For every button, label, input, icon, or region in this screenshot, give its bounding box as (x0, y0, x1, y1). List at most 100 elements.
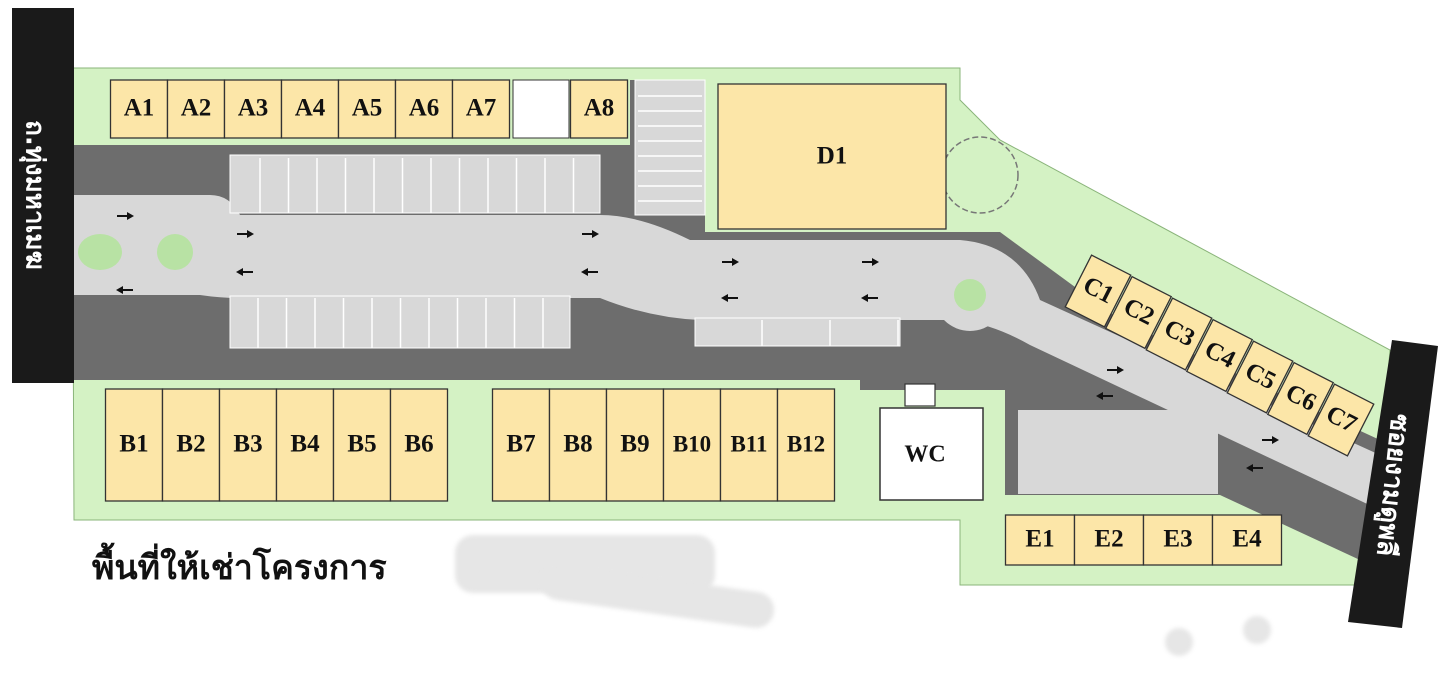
unit-b6-label: B6 (404, 431, 433, 458)
unit-c2: C2 (1104, 275, 1173, 350)
unit-a6-block (394, 79, 454, 139)
unit-e4-block (1211, 514, 1283, 566)
wc-label: WC (904, 442, 945, 468)
unit-b2: B2 (161, 388, 221, 502)
unit-c5: C5 (1226, 340, 1294, 414)
unit-a3-block (223, 79, 283, 139)
unit-b1-label: B1 (119, 431, 148, 458)
unit-d1: D1 (717, 83, 947, 230)
unit-a5-block (337, 79, 397, 139)
unit-a1: A1 (109, 79, 169, 139)
parking-bays-mid (694, 317, 901, 347)
unit-b7: B7 (491, 388, 551, 502)
main-drive-lane (74, 195, 1380, 510)
unit-b6: B6 (389, 388, 449, 502)
left-road-label: ถ.ทุ่งมหาเมฆ (19, 120, 50, 270)
unit-a4-label: A4 (295, 95, 326, 122)
wc-annex (904, 383, 936, 407)
unit-b8-label: B8 (563, 431, 592, 458)
unit-b12-label: B12 (787, 431, 825, 456)
unit-b11-label: B11 (730, 431, 767, 456)
unit-a4-block (280, 79, 340, 139)
left-road-sign (12, 8, 74, 383)
parking-bays-north (229, 154, 601, 214)
unit-b3-block (218, 388, 278, 502)
arrow-icon (582, 230, 599, 238)
unit-b1: B1 (104, 388, 164, 502)
entry-island-west (78, 234, 122, 270)
unit-a5-label: A5 (352, 95, 383, 122)
arrow-icon (1096, 392, 1113, 400)
unit-a8-block (569, 79, 629, 139)
unit-c4: C4 (1185, 318, 1254, 393)
unit-e3: E3 (1142, 514, 1214, 566)
unit-e3-label: E3 (1163, 526, 1192, 553)
arrow-icon (237, 230, 254, 238)
unit-c7-block (1307, 383, 1375, 457)
unit-a2-label: A2 (181, 95, 212, 122)
arrow-icon (1262, 436, 1279, 444)
unit-b12-block (776, 388, 836, 502)
unit-e4: E4 (1211, 514, 1283, 566)
unit-a6: A6 (394, 79, 454, 139)
arrow-icon (722, 258, 739, 266)
unit-b3: B3 (218, 388, 278, 502)
arrow-icon (721, 294, 738, 302)
unit-e1-block (1004, 514, 1076, 566)
unit-b10: B10 (662, 388, 722, 502)
arrow-icon (581, 268, 598, 276)
unit-a1-block (109, 79, 169, 139)
vacant-slot (512, 79, 570, 139)
unit-a8-label: A8 (584, 95, 615, 122)
unit-a8: A8 (569, 79, 629, 139)
unit-a7-block (451, 79, 511, 139)
unit-b4-block (275, 388, 335, 502)
roundabout-west-island (157, 234, 193, 270)
unit-b8-block (548, 388, 608, 502)
unit-b6-block (389, 388, 449, 502)
unit-a4: A4 (280, 79, 340, 139)
unit-b5-label: B5 (347, 431, 376, 458)
unit-b9: B9 (605, 388, 665, 502)
parking-bay-lines (257, 95, 899, 348)
unit-a1-label: A1 (124, 95, 155, 122)
unit-e1: E1 (1004, 514, 1076, 566)
unit-a6-label: A6 (409, 95, 440, 122)
right-road-sign (1348, 340, 1438, 628)
unit-a7: A7 (451, 79, 511, 139)
unit-c1: C1 (1064, 254, 1132, 328)
unit-a2-block (166, 79, 226, 139)
unit-e2-label: E2 (1094, 526, 1123, 553)
unit-e2: E2 (1073, 514, 1145, 566)
unit-b11-block (719, 388, 779, 502)
units-row-e: E1 E2 E3 E4 (1004, 514, 1283, 566)
unit-b4: B4 (275, 388, 335, 502)
redacted-dot (1165, 628, 1193, 656)
unit-c3: C3 (1145, 297, 1213, 371)
parking-bays-vertical (634, 79, 706, 216)
unit-b3-label: B3 (233, 431, 262, 458)
unit-c7: C7 (1307, 383, 1375, 457)
unit-b2-block (161, 388, 221, 502)
arrow-icon (862, 258, 879, 266)
unit-e3-block (1142, 514, 1214, 566)
unit-a5: A5 (337, 79, 397, 139)
unit-c5-block (1226, 340, 1294, 414)
arrow-icon (116, 286, 133, 294)
parking-bays-east (1018, 410, 1218, 494)
unit-c2-block (1104, 275, 1173, 350)
unit-a7-label: A7 (466, 95, 497, 122)
arrow-icon (1107, 366, 1124, 374)
arrow-icon (236, 268, 253, 276)
unit-a2: A2 (166, 79, 226, 139)
wc-building (879, 407, 984, 501)
unit-e2-block (1073, 514, 1145, 566)
unit-c6-block (1266, 361, 1335, 436)
unit-d1-block (717, 83, 947, 230)
unit-b11: B11 (719, 388, 779, 502)
redacted-dot (1243, 616, 1271, 644)
